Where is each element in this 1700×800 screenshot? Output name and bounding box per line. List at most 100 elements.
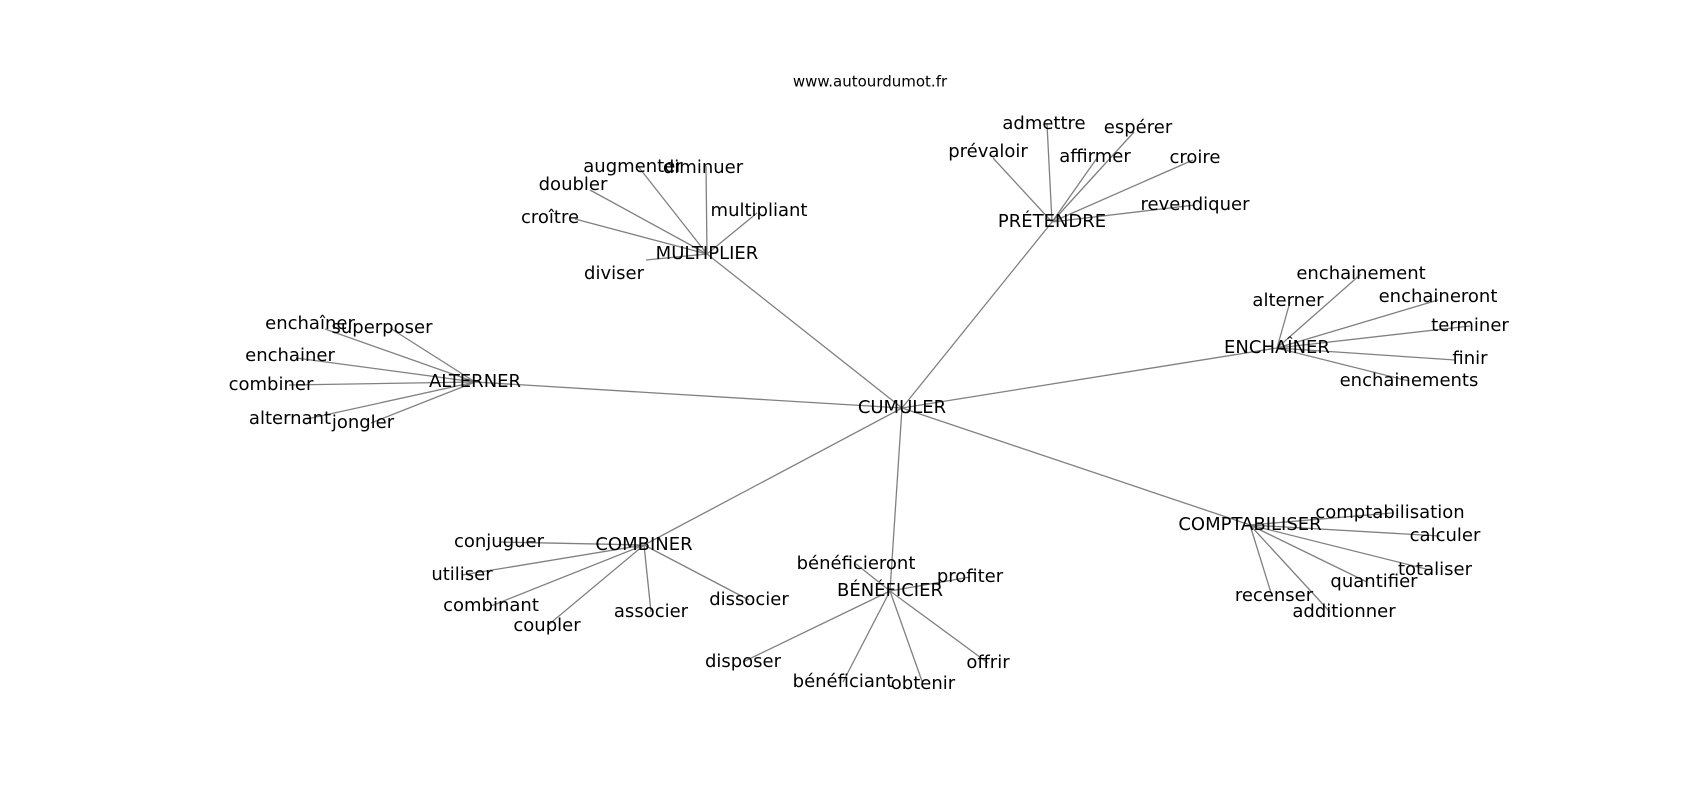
hub-word-node: COMPTABILISER <box>1178 514 1321 535</box>
related-word-node: finir <box>1452 348 1488 369</box>
graph-edges <box>288 123 1471 685</box>
edge-hub-3-leaf-3 <box>288 381 476 386</box>
edge-hub-1-leaf-3 <box>1051 157 1098 223</box>
edge-center-to-1 <box>901 221 1053 409</box>
related-word-node: enchainer <box>245 345 335 366</box>
hub-word-node: PRÉTENDRE <box>998 210 1106 232</box>
related-word-node: diviser <box>584 263 645 284</box>
hub-word-node: ENCHAÎNER <box>1224 336 1330 358</box>
related-word-node: combiner <box>229 374 314 395</box>
edge-hub-4-leaf-2 <box>1249 524 1431 571</box>
related-word-node: calculer <box>1410 525 1481 546</box>
edge-hub-6-leaf-4 <box>889 590 924 685</box>
edge-hub-2-leaf-2 <box>1276 299 1439 349</box>
related-word-node: superposer <box>332 317 434 338</box>
related-word-node: enchaineront <box>1379 286 1498 307</box>
edge-hub-4-leaf-5 <box>1249 524 1331 613</box>
related-word-node: conjuguer <box>454 531 545 552</box>
related-word-node: croire <box>1170 147 1221 168</box>
edge-hub-4-leaf-4 <box>1249 524 1273 597</box>
related-word-node: offrir <box>966 652 1010 673</box>
edge-hub-0-leaf-3 <box>706 212 758 255</box>
related-word-node: alterner <box>1252 290 1324 311</box>
edge-hub-5-leaf-1 <box>461 544 645 576</box>
related-word-node: quantifier <box>1330 571 1418 592</box>
edge-hub-0-leaf-0 <box>636 164 708 255</box>
edge-center-to-2 <box>901 347 1278 409</box>
related-word-node: multipliant <box>711 200 808 221</box>
related-word-node: additionner <box>1292 601 1396 622</box>
edge-center-to-4 <box>901 407 1251 526</box>
edge-hub-1-leaf-2 <box>992 157 1053 223</box>
center-word-node: CUMULER <box>858 397 946 418</box>
site-watermark: www.autourdumot.fr <box>793 73 948 91</box>
edge-hub-6-leaf-0 <box>855 563 891 592</box>
edge-hub-3-leaf-4 <box>306 381 476 420</box>
edge-center-to-0 <box>706 253 903 409</box>
related-word-node: bénéficiant <box>793 671 894 692</box>
related-word-node: admettre <box>1002 113 1085 134</box>
related-word-node: enchainement <box>1296 263 1425 284</box>
related-word-node: augmenter <box>583 156 683 177</box>
edge-hub-1-leaf-1 <box>1051 131 1135 223</box>
related-word-node: jongler <box>331 412 395 433</box>
related-word-node: enchaîner <box>265 313 355 334</box>
related-word-node: alternant <box>249 408 331 429</box>
related-word-node: recenser <box>1235 585 1314 606</box>
edge-hub-6-leaf-3 <box>842 590 891 683</box>
related-word-node: obtenir <box>891 673 956 694</box>
edge-hub-0-leaf-2 <box>589 189 708 255</box>
related-word-node: prévaloir <box>948 141 1028 162</box>
edge-hub-5-leaf-5 <box>643 544 750 601</box>
edge-hub-6-leaf-2 <box>742 590 891 663</box>
edge-hub-3-leaf-1 <box>389 327 476 383</box>
related-word-node: bénéficieront <box>797 553 916 574</box>
edge-hub-5-leaf-4 <box>643 544 652 613</box>
related-word-node: enchainements <box>1340 370 1479 391</box>
edge-hub-6-leaf-1 <box>889 576 971 592</box>
edge-hub-4-leaf-3 <box>1249 524 1368 583</box>
edge-hub-2-leaf-4 <box>1276 347 1456 361</box>
related-word-node: dissocier <box>709 589 789 610</box>
related-word-node: croître <box>521 207 579 228</box>
hub-word-node: MULTIPLIER <box>656 243 759 264</box>
related-word-node: espérer <box>1104 117 1173 138</box>
edge-hub-1-leaf-5 <box>1051 204 1196 223</box>
edge-hub-6-leaf-5 <box>889 590 989 664</box>
edge-hub-1-leaf-0 <box>1046 123 1053 223</box>
edge-hub-3-leaf-2 <box>295 357 476 383</box>
related-word-node: affirmer <box>1059 146 1131 167</box>
related-word-node: diminuer <box>663 157 744 178</box>
related-word-node: terminer <box>1431 315 1509 336</box>
edge-hub-0-leaf-4 <box>574 218 708 255</box>
edge-center-to-3 <box>474 381 903 409</box>
edge-hub-4-leaf-1 <box>1249 524 1441 537</box>
edge-hub-1-leaf-4 <box>1051 159 1194 223</box>
edge-hub-4-leaf-0 <box>1249 512 1393 526</box>
related-word-node: associer <box>614 601 689 622</box>
related-word-node: profiter <box>937 566 1004 587</box>
related-word-node: totaliser <box>1398 559 1473 580</box>
related-word-node: combinant <box>443 595 539 616</box>
edge-hub-5-leaf-3 <box>546 544 645 627</box>
graph-labels: www.autourdumot.fr CUMULER MULTIPLIER augm… <box>229 73 1510 695</box>
edge-hub-2-leaf-3 <box>1276 325 1471 349</box>
edge-hub-3-leaf-5 <box>370 381 476 424</box>
edge-hub-3-leaf-0 <box>324 328 476 383</box>
edge-center-to-6 <box>889 407 903 592</box>
edge-hub-0-leaf-1 <box>705 165 708 255</box>
hub-word-node: BÉNÉFICIER <box>837 579 943 601</box>
related-word-node: comptabilisation <box>1315 502 1464 523</box>
edge-hub-5-leaf-0 <box>499 541 645 546</box>
related-word-node: doubler <box>539 174 608 195</box>
related-word-node: coupler <box>513 615 581 636</box>
edge-hub-5-leaf-2 <box>490 544 645 607</box>
edge-hub-2-leaf-0 <box>1276 273 1362 349</box>
edge-center-to-5 <box>643 407 903 546</box>
hub-word-node: COMBINER <box>595 534 692 555</box>
edge-hub-2-leaf-5 <box>1276 347 1410 382</box>
related-word-node: disposer <box>705 651 782 672</box>
edge-hub-2-leaf-1 <box>1276 301 1291 349</box>
edge-hub-0-leaf-5 <box>645 253 708 261</box>
